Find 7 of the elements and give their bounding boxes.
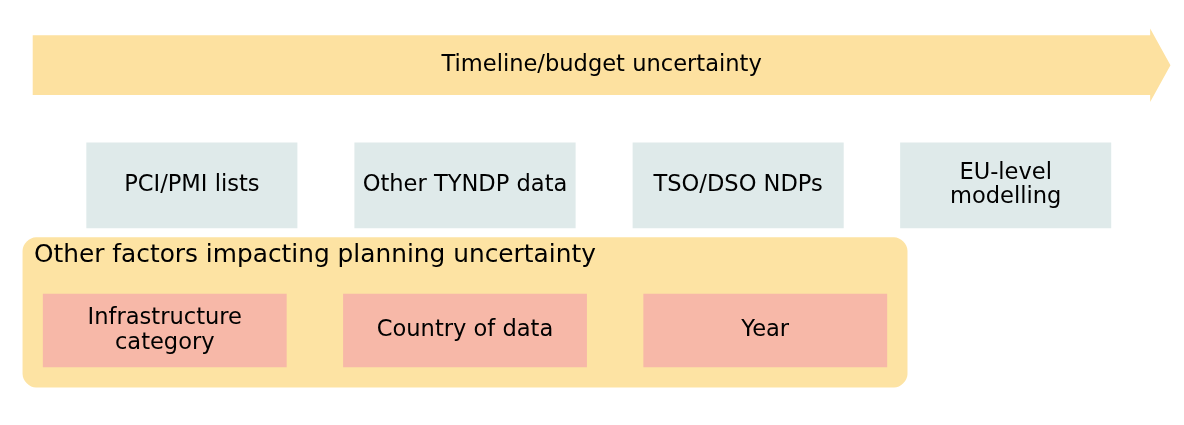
node-box: Other TYNDP data (354, 142, 576, 229)
node-box: Year (643, 293, 888, 368)
node-box: PCI/PMI lists (86, 142, 298, 229)
node-box: EU-level modelling (900, 142, 1112, 229)
node-box: Infrastructure category (42, 293, 287, 368)
node-box: TSO/DSO NDPs (632, 142, 844, 229)
node-box: Country of data (343, 293, 587, 368)
